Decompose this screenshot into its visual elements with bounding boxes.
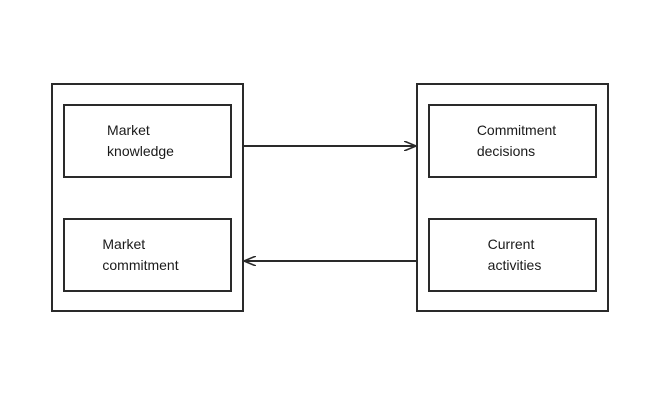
current-activities-label: Current activities [487, 236, 542, 273]
commitment-decisions-box: Commitment decisions [428, 104, 597, 178]
market-knowledge-label: Market knowledge [107, 122, 174, 159]
current-activities-box: Current activities [428, 218, 597, 292]
market-commitment-box: Market commitment [63, 218, 232, 292]
market-knowledge-box: Market knowledge [63, 104, 232, 178]
market-commitment-label: Market commitment [102, 236, 179, 273]
commitment-decisions-label: Commitment decisions [476, 122, 557, 159]
